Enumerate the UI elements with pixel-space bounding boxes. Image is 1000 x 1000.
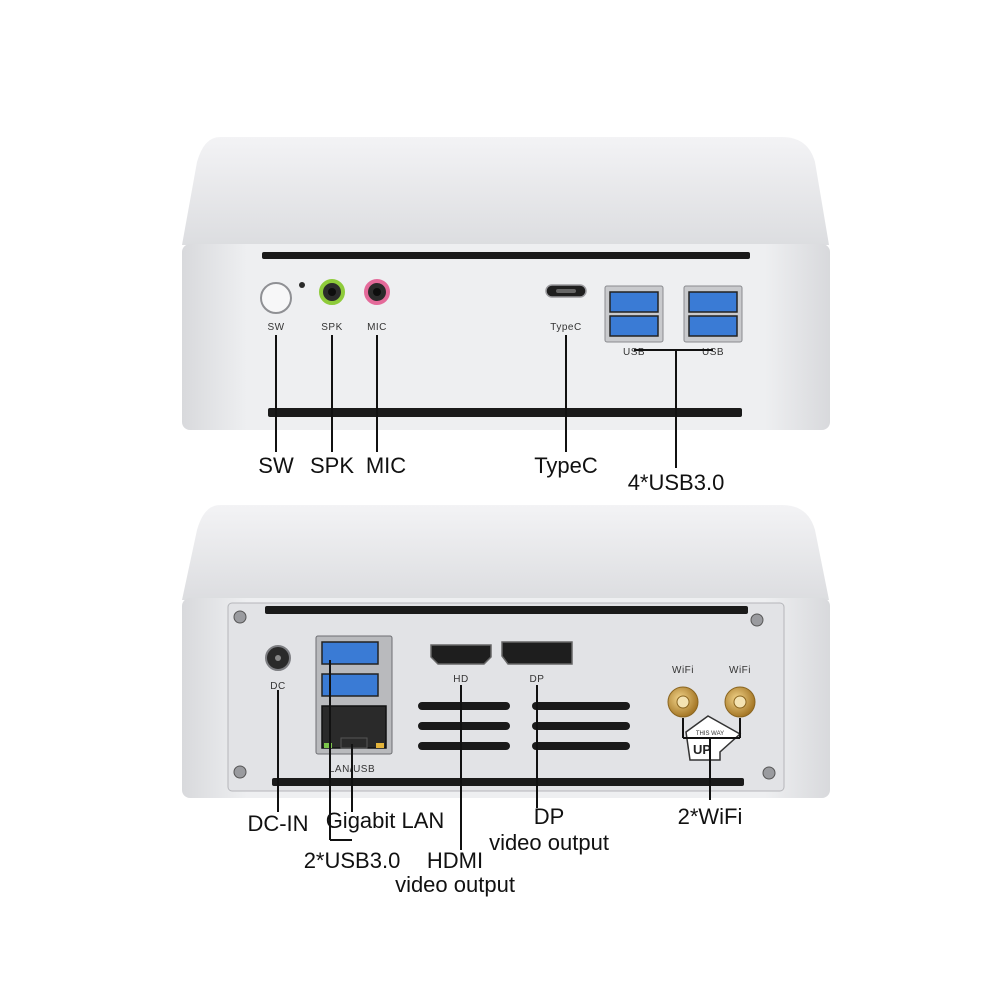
wifi-antenna-connector-right[interactable]	[724, 686, 756, 718]
dp-port[interactable]	[501, 641, 573, 665]
callout-hdmi-sub: video output	[395, 872, 515, 897]
callout-mic: MIC	[366, 453, 406, 478]
dc-in-pin	[275, 655, 281, 661]
port-label-wifi-right: WiFi	[729, 665, 751, 676]
sticker-up: UP	[693, 742, 711, 757]
usb-port[interactable]	[321, 673, 379, 697]
port-label-usb-left: USB	[623, 347, 645, 358]
rear-unit: DC LAN/USB HD DP WiFi WiFi	[182, 505, 830, 897]
port-label-mic: MIC	[367, 322, 387, 333]
front-unit: SW SPK MIC TypeC USB USB	[182, 137, 830, 495]
screw	[762, 766, 776, 780]
vent-slot	[532, 722, 630, 730]
callout-spk: SPK	[310, 453, 354, 478]
callout-usb: 4*USB3.0	[628, 470, 725, 495]
usb-port[interactable]	[321, 641, 379, 665]
usb-stack-left	[604, 285, 664, 343]
usb-port[interactable]	[609, 315, 659, 337]
port-label-sw: SW	[267, 322, 284, 333]
callout-dp-sub: video output	[489, 830, 609, 855]
lan-led-amber	[376, 743, 384, 748]
lan-usb-combo	[315, 635, 393, 755]
vent-slot	[418, 742, 510, 750]
front-top-vent-slot	[262, 252, 750, 259]
power-led	[299, 282, 305, 288]
front-top-surface	[182, 137, 829, 245]
callout-dc-in: DC-IN	[247, 811, 308, 836]
port-label-usb-right: USB	[702, 347, 724, 358]
callout-hdmi: HDMI	[427, 848, 483, 873]
callout-gigabit-lan: Gigabit LAN	[326, 808, 445, 833]
speaker-jack-hole	[328, 288, 336, 296]
port-label-dp: DP	[530, 674, 545, 685]
rear-leader-lines	[277, 660, 741, 850]
panel-screws	[233, 610, 776, 780]
front-leader-lines	[275, 335, 713, 468]
port-label-spk: SPK	[321, 322, 343, 333]
vent-slot	[532, 702, 630, 710]
rear-top-surface	[182, 505, 829, 600]
callout-wifi: 2*WiFi	[678, 804, 743, 829]
port-label-typec: TypeC	[550, 322, 581, 333]
callout-typec: TypeC	[534, 453, 598, 478]
screw	[233, 610, 247, 624]
callout-usb: 2*USB3.0	[304, 848, 401, 873]
vent-slot	[532, 742, 630, 750]
port-label-dc: DC	[270, 681, 285, 692]
screw	[750, 613, 764, 627]
callout-dp: DP	[534, 804, 565, 829]
screw	[233, 765, 247, 779]
usb-port[interactable]	[688, 291, 738, 313]
sticker-this-way: THIS WAY	[696, 731, 724, 737]
usb-port[interactable]	[609, 291, 659, 313]
rear-vent-grille	[418, 702, 630, 750]
mic-jack-hole	[373, 288, 381, 296]
port-label-hd: HD	[453, 674, 468, 685]
vent-slot	[418, 702, 510, 710]
usb-port[interactable]	[688, 315, 738, 337]
port-label-wifi-left: WiFi	[672, 665, 694, 676]
vent-slot	[418, 722, 510, 730]
rear-panel-plate	[227, 602, 785, 792]
lan-led-green	[324, 743, 332, 748]
hdmi-port[interactable]	[430, 644, 492, 665]
usb-stack-right	[683, 285, 743, 343]
rear-bottom-vent-slot	[272, 778, 744, 786]
typec-port-tongue	[556, 289, 576, 293]
callout-sw: SW	[258, 453, 294, 478]
power-button[interactable]	[260, 282, 292, 314]
rear-top-vent-slot	[265, 606, 748, 614]
wifi-antenna-connector-left[interactable]	[667, 686, 699, 718]
lan-port-notch	[340, 737, 368, 749]
front-bottom-vent-slot	[268, 408, 742, 417]
